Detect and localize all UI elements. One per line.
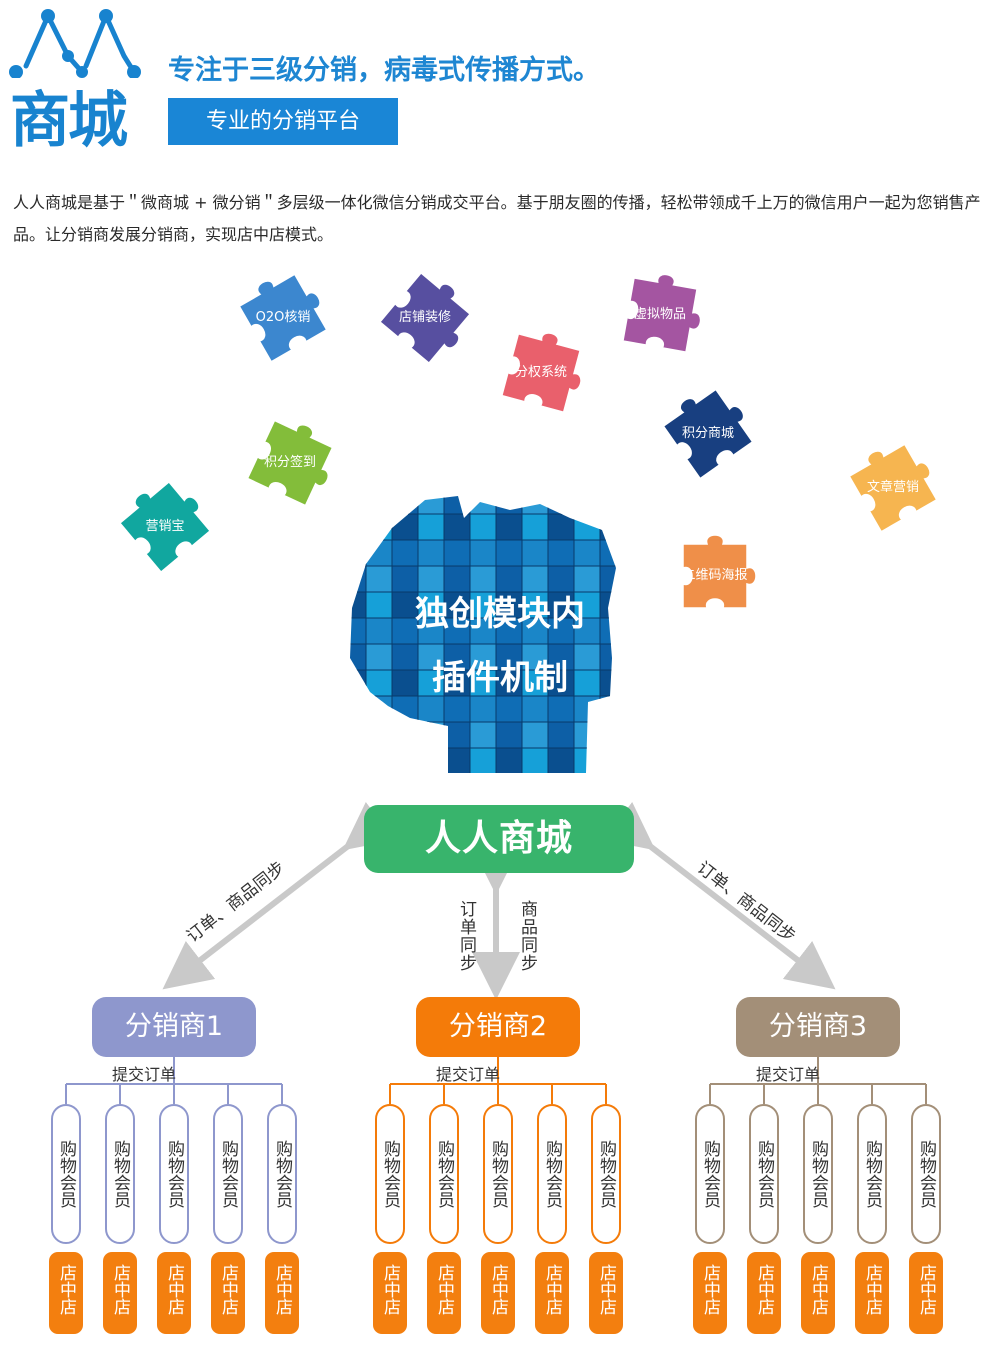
plugin-label: 积分签到 — [263, 455, 316, 470]
member-node: 购物会员 — [51, 1104, 81, 1244]
submit-order-label: 提交订单 — [111, 1065, 176, 1084]
store-node: 店中店 — [747, 1252, 781, 1334]
head-title-line2: 插件机制 — [432, 658, 568, 698]
member-node: 购物会员 — [159, 1104, 189, 1244]
headline: 专注于三级分销，病毒式传播方式。 — [168, 55, 600, 86]
member-node: 购物会员 — [857, 1104, 887, 1244]
store-node: 店中店 — [373, 1252, 407, 1334]
store-node: 店中店 — [427, 1252, 461, 1334]
sync-label-middle-left: 订单同步 — [456, 900, 476, 972]
member-node: 购物会员 — [695, 1104, 725, 1244]
submit-order-label: 提交订单 — [755, 1065, 820, 1084]
logo-text: 商城 — [10, 86, 128, 156]
member-node: 购物会员 — [375, 1104, 405, 1244]
puzzle-piece-icon — [118, 480, 212, 574]
store-node: 店中店 — [103, 1252, 137, 1334]
member-node: 购物会员 — [803, 1104, 833, 1244]
member-node: 购物会员 — [749, 1104, 779, 1244]
sync-arrow-right — [602, 802, 836, 990]
hub-node: 人人商城 — [364, 805, 634, 873]
puzzle-piece-icon — [848, 443, 938, 533]
logo-people-icon — [9, 9, 141, 78]
head-title-line1: 独创模块内 — [415, 594, 585, 634]
store-node: 店中店 — [855, 1252, 889, 1334]
plugin-label: 营销宝 — [145, 519, 185, 534]
puzzle-head-illustration — [350, 496, 616, 773]
store-node: 店中店 — [481, 1252, 515, 1334]
member-node: 购物会员 — [213, 1104, 243, 1244]
puzzle-piece-icon — [246, 419, 334, 507]
plugin-label: 积分商城 — [681, 426, 734, 441]
member-node: 购物会员 — [105, 1104, 135, 1244]
plugin-label: O2O核销 — [255, 310, 311, 325]
distributor-node: 分销商3 — [736, 997, 900, 1057]
sync-arrow-left — [162, 802, 396, 990]
puzzle-piece-icon — [682, 534, 757, 609]
member-node: 购物会员 — [591, 1104, 621, 1244]
store-node: 店中店 — [909, 1252, 943, 1334]
plugin-label: 虚拟物品 — [633, 307, 686, 322]
store-node: 店中店 — [265, 1252, 299, 1334]
puzzle-piece-icon — [662, 388, 754, 480]
member-node: 购物会员 — [911, 1104, 941, 1244]
store-node: 店中店 — [801, 1252, 835, 1334]
plugin-label: 店铺装修 — [398, 310, 451, 325]
store-node: 店中店 — [693, 1252, 727, 1334]
puzzle-piece-icon — [238, 273, 328, 363]
plugin-label: 二维码海报 — [682, 568, 748, 583]
puzzle-piece-icon — [378, 271, 472, 365]
plugin-label: 分权系统 — [514, 365, 567, 380]
store-node: 店中店 — [157, 1252, 191, 1334]
store-node: 店中店 — [535, 1252, 569, 1334]
member-node: 购物会员 — [429, 1104, 459, 1244]
store-node: 店中店 — [211, 1252, 245, 1334]
platform-tag: 专业的分销平台 — [168, 98, 398, 145]
puzzle-piece-icon — [622, 273, 702, 353]
store-node: 店中店 — [49, 1252, 83, 1334]
member-node: 购物会员 — [483, 1104, 513, 1244]
member-node: 购物会员 — [537, 1104, 567, 1244]
store-node: 店中店 — [589, 1252, 623, 1334]
sync-label-middle-right: 商品同步 — [517, 900, 537, 972]
plugin-label: 文章营销 — [866, 480, 919, 495]
member-node: 购物会员 — [267, 1104, 297, 1244]
submit-order-label: 提交订单 — [435, 1065, 500, 1084]
distributor-node: 分销商2 — [416, 997, 580, 1057]
distributor-node: 分销商1 — [92, 997, 256, 1057]
intro-paragraph: 人人商城是基于＂微商城 + 微分销＂多层级一体化微信分销成交平台。基于朋友圈的传… — [13, 193, 981, 244]
puzzle-piece-icon — [500, 332, 582, 414]
